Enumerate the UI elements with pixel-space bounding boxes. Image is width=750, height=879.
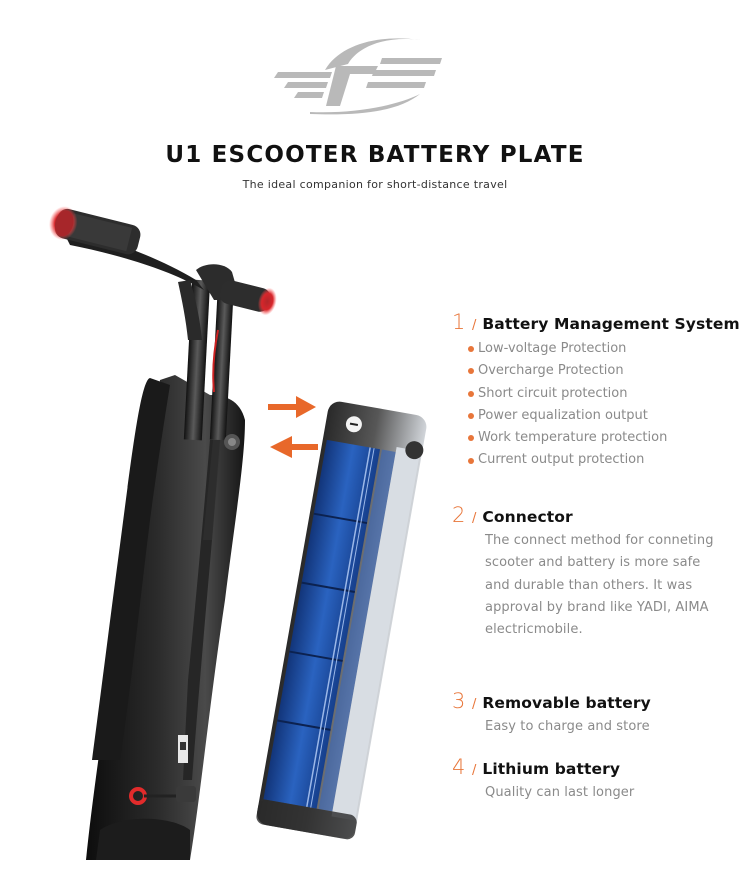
feature-lithium-battery: 4 / Lithium battery Quality can last lon… (452, 755, 715, 804)
arrow-left-icon (270, 436, 318, 458)
list-item: Work temperature protection (468, 427, 740, 449)
scooter-stem (49, 206, 277, 860)
feature-description: Easy to charge and store (485, 719, 650, 734)
battery-pack (256, 401, 427, 840)
list-item: Short circuit protection (468, 383, 740, 405)
feature-description: The connect method for conneting scooter… (485, 533, 714, 638)
feature-number: 2 (452, 503, 466, 527)
feature-title: Removable battery (482, 694, 651, 712)
bullet-dot-icon (468, 413, 474, 420)
feature-title: Connector (482, 508, 573, 526)
bms-bullet-list: Low-voltage Protection Overcharge Protec… (468, 338, 740, 472)
list-item: Current output protection (468, 449, 740, 471)
product-illustration (49, 206, 427, 860)
feature-description: Quality can last longer (485, 785, 635, 800)
feature-connector: 2 / Connector The connect method for con… (452, 503, 715, 641)
list-item: Low-voltage Protection (468, 338, 740, 360)
bullet-dot-icon (468, 390, 474, 397)
list-item: Overcharge Protection (468, 360, 740, 382)
bullet-dot-icon (468, 457, 474, 464)
feature-title: Battery Management System (482, 315, 740, 333)
bullet-dot-icon (468, 368, 474, 375)
feature-battery-management: 1 / Battery Management System Low-voltag… (452, 310, 740, 472)
feature-number: 3 (452, 689, 466, 713)
winged-s-logo-icon (274, 38, 442, 115)
feature-slash: / (472, 763, 477, 778)
page-subtitle: The ideal companion for short-distance t… (242, 178, 508, 191)
feature-number: 4 (452, 755, 466, 779)
arrow-right-icon (268, 396, 316, 418)
feature-removable-battery: 3 / Removable battery Easy to charge and… (452, 689, 715, 738)
feature-number: 1 (452, 310, 466, 334)
bullet-dot-icon (468, 435, 474, 442)
feature-title: Lithium battery (482, 760, 621, 778)
feature-slash: / (472, 318, 477, 333)
list-item: Power equalization output (468, 405, 740, 427)
bullet-dot-icon (468, 346, 474, 353)
feature-slash: / (472, 697, 477, 712)
page-title: U1 ESCOOTER BATTERY PLATE (165, 142, 585, 168)
feature-slash: / (472, 511, 477, 526)
